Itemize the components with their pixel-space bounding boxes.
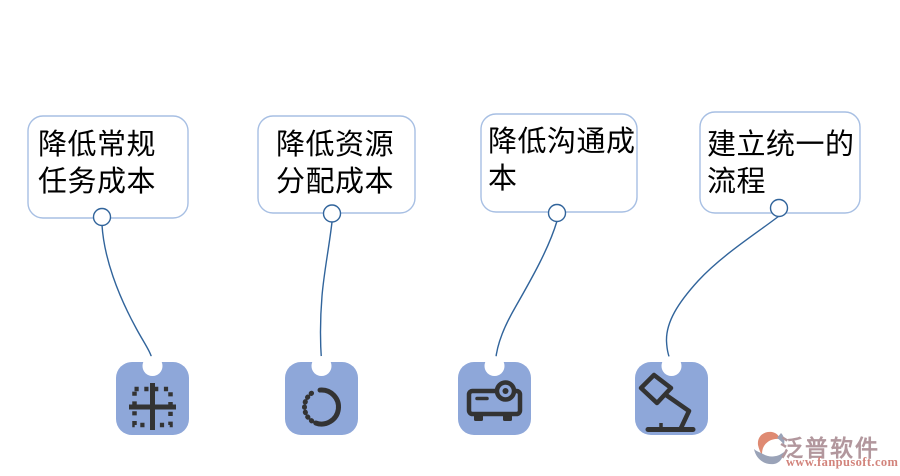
connection-point-2 (322, 204, 342, 223)
icon-notch-3 (484, 356, 505, 376)
connector-line-2 (319, 221, 333, 362)
icon-notch-2 (311, 356, 332, 376)
callout-label-1: 降低常规 任务成本 (38, 129, 157, 198)
watermark-url: www.fanpusoft.com (786, 455, 899, 469)
dashed-circle-icon (285, 356, 358, 435)
dashed-table-plus-icon (116, 356, 189, 435)
callout-boxes (27, 111, 861, 219)
projector-lens-dot (502, 388, 509, 394)
connector-line-1 (101, 224, 154, 362)
watermark: 泛普软件 www.fanpusoft.com (744, 427, 900, 473)
projector-icon (458, 356, 531, 435)
connection-point-3 (547, 203, 567, 223)
projector-body (466, 388, 523, 417)
lamp-arm (663, 392, 692, 431)
lamp-head (638, 372, 674, 406)
connector-line-3 (494, 220, 558, 362)
icon-notch-4 (661, 356, 682, 376)
callout-label-4: 建立统一的 流程 (707, 129, 855, 198)
connector-lines (101, 215, 780, 364)
icon-tile-2 (285, 362, 358, 435)
logo-grey-wedge (777, 433, 785, 445)
desk-lamp-icon (635, 356, 708, 435)
connector-line-4 (665, 215, 780, 364)
icon-notch-1 (142, 356, 163, 376)
dotted-arc (302, 389, 317, 424)
watermark-brand: 泛普软件 (780, 436, 880, 461)
solid-arc (313, 387, 341, 427)
logo-coral-swirl (757, 431, 780, 455)
logo-grey-swoosh (754, 449, 784, 465)
fanpu-logo-icon (754, 431, 785, 465)
callout-label-2: 降低资源 分配成本 (276, 129, 395, 198)
connection-points (92, 198, 789, 227)
connection-point-1 (92, 207, 112, 227)
connection-point-4 (769, 198, 789, 218)
callout-label-3: 降低沟通成 本 (488, 126, 636, 195)
